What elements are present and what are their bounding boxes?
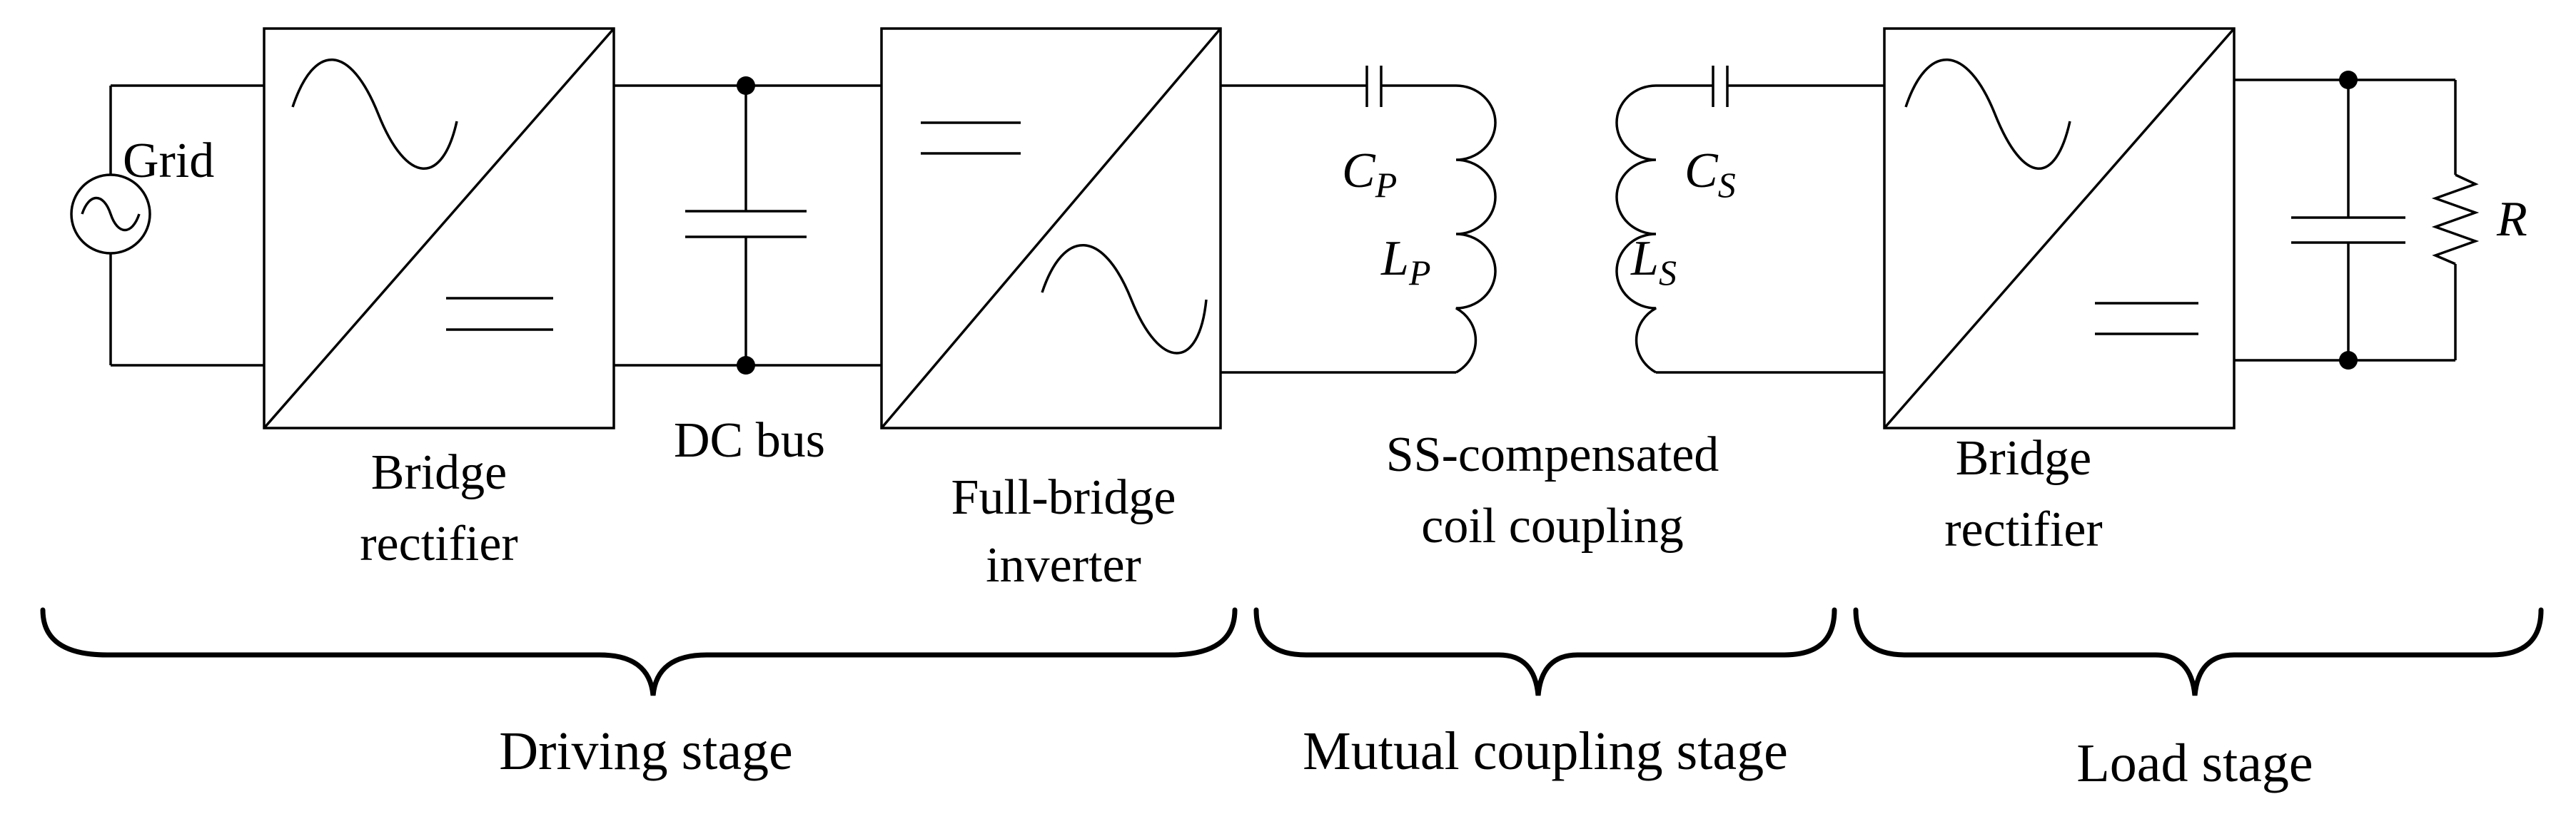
inverter-label-line1: Full-bridge (951, 470, 1176, 525)
inverter-label-line2: inverter (986, 538, 1141, 593)
driving-stage-label: Driving stage (499, 721, 793, 781)
cp-label: CP (1342, 143, 1397, 205)
mutual-stage-label: Mutual coupling stage (1303, 721, 1788, 781)
dc-bus (614, 76, 882, 375)
driving-stage-brace (40, 607, 1238, 696)
rectifier-1-label-line2: rectifier (360, 517, 517, 571)
inductor-ls (1615, 84, 1657, 374)
secondary-resonant-tank (1615, 66, 1884, 374)
load-resistor (2431, 173, 2480, 265)
ls-label: LS (1630, 231, 1677, 292)
ac-wave-icon (1904, 58, 2071, 170)
cs-label: CS (1684, 143, 1736, 205)
coupling-label-line2: coil coupling (1421, 499, 1683, 554)
rectifier-1-label-line1: Bridge (371, 445, 507, 500)
ac-wave-icon (1041, 244, 1208, 355)
bridge-rectifier-2-block (1883, 27, 2236, 429)
bridge-rectifier-1-block (263, 27, 615, 429)
grid-source (70, 84, 264, 367)
rectifier-2-label-line1: Bridge (1956, 431, 2092, 486)
dc-bus-label: DC bus (674, 413, 825, 468)
mutual-stage-brace (1253, 607, 1837, 696)
ac-wave-icon (291, 58, 458, 170)
lp-label: LP (1380, 231, 1430, 292)
rectifier-2-label-line2: rectifier (1944, 502, 2102, 557)
coupling-label-line1: SS-compensated (1386, 427, 1719, 482)
inductor-lp (1455, 84, 1497, 374)
r-label: R (2496, 192, 2527, 247)
load-stage-brace (1853, 607, 2544, 696)
grid-label: Grid (123, 133, 214, 188)
load-network (2234, 71, 2480, 370)
primary-resonant-tank (1221, 66, 1497, 374)
load-stage-label: Load stage (2076, 733, 2313, 793)
full-bridge-inverter-block (880, 27, 1222, 429)
